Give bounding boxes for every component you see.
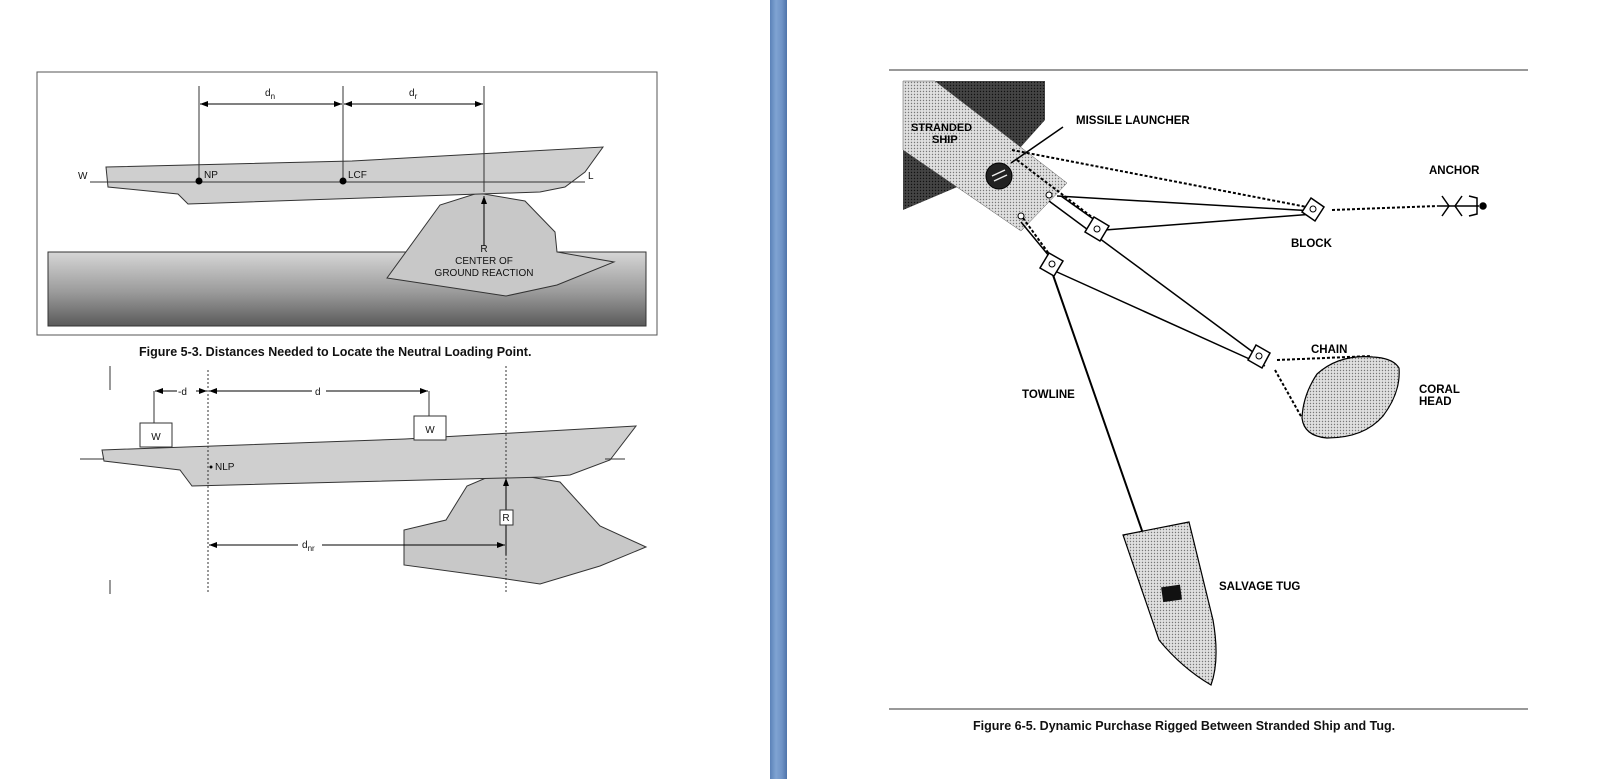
nlp-ship-hull <box>101 425 638 487</box>
lcf-label: LCF <box>348 170 367 181</box>
block-2 <box>1083 215 1111 243</box>
figure-6-5: STRANDED SHIP MISSILE LAUNCHER ANCHOR BL… <box>889 69 1528 710</box>
chain-label: CHAIN <box>1311 344 1347 356</box>
center-label-line2: GROUND REACTION <box>435 268 534 279</box>
ship-hull <box>105 146 605 205</box>
block-1 <box>1300 196 1326 223</box>
w-left-label: W <box>151 432 161 443</box>
weight-left <box>139 422 173 448</box>
w-right-label: W <box>425 425 435 436</box>
d-label: d <box>315 387 321 398</box>
r-label: R <box>480 244 487 255</box>
page-divider <box>770 0 787 779</box>
coral-head-label-2: HEAD <box>1419 396 1452 408</box>
blocks <box>1038 196 1326 370</box>
rigging-lines <box>1020 195 1315 606</box>
r-box <box>499 509 514 526</box>
right-page: STRANDED SHIP MISSILE LAUNCHER ANCHOR BL… <box>787 0 1601 779</box>
tug-winch-icon <box>1161 584 1183 603</box>
weight-right <box>413 415 447 441</box>
w-label: W <box>78 171 88 182</box>
dnr-label: dnr <box>302 540 315 553</box>
nlp-point <box>209 465 213 469</box>
anchor-icon <box>1437 195 1487 217</box>
figure-5-3-caption: Figure 5-3. Distances Needed to Locate t… <box>139 345 532 359</box>
neg-d-label: -d <box>178 387 187 398</box>
left-page-figures: dn dr W L NP LCF R CENTER OF GROUND REAC… <box>36 71 658 594</box>
chains <box>1011 149 1438 419</box>
figure-6-5-caption: Figure 6-5. Dynamic Purchase Rigged Betw… <box>973 719 1396 733</box>
lcf-point <box>339 177 347 185</box>
np-label: NP <box>204 170 218 181</box>
figure-nlp: -d d W W NLP R dnr <box>80 366 648 594</box>
missile-launcher-icon <box>985 162 1013 190</box>
r-nlp-label: R <box>502 513 509 524</box>
nlp-ground-mound <box>403 471 648 585</box>
ground-mound <box>386 192 616 297</box>
towline-label: TOWLINE <box>1022 389 1075 401</box>
salvage-tug-label: SALVAGE TUG <box>1219 581 1300 593</box>
stranded-ship-body <box>902 80 1068 232</box>
stranded-ship-label-2: SHIP <box>932 134 958 146</box>
block-4 <box>1246 343 1272 370</box>
l-label: L <box>588 171 594 182</box>
anchor-label: ANCHOR <box>1429 165 1480 177</box>
coral-head-label-1: CORAL <box>1419 384 1460 396</box>
missile-launcher-label: MISSILE LAUNCHER <box>1076 115 1190 127</box>
coral-head <box>1301 356 1400 439</box>
dr-label: dr <box>409 88 418 101</box>
nlp-label: NLP <box>215 462 235 473</box>
dn-label: dn <box>265 88 275 101</box>
figure-5-3: dn dr W L NP LCF R CENTER OF GROUND REAC… <box>36 71 658 336</box>
figure-frame <box>36 71 658 336</box>
left-page: dn dr W L NP LCF R CENTER OF GROUND REAC… <box>0 0 770 779</box>
salvage-tug <box>1122 521 1217 686</box>
center-label-line1: CENTER OF <box>455 256 513 267</box>
block-label: BLOCK <box>1291 238 1333 250</box>
np-point <box>195 177 203 185</box>
stranded-ship-label-1: STRANDED <box>911 122 972 134</box>
block-3 <box>1038 251 1065 278</box>
